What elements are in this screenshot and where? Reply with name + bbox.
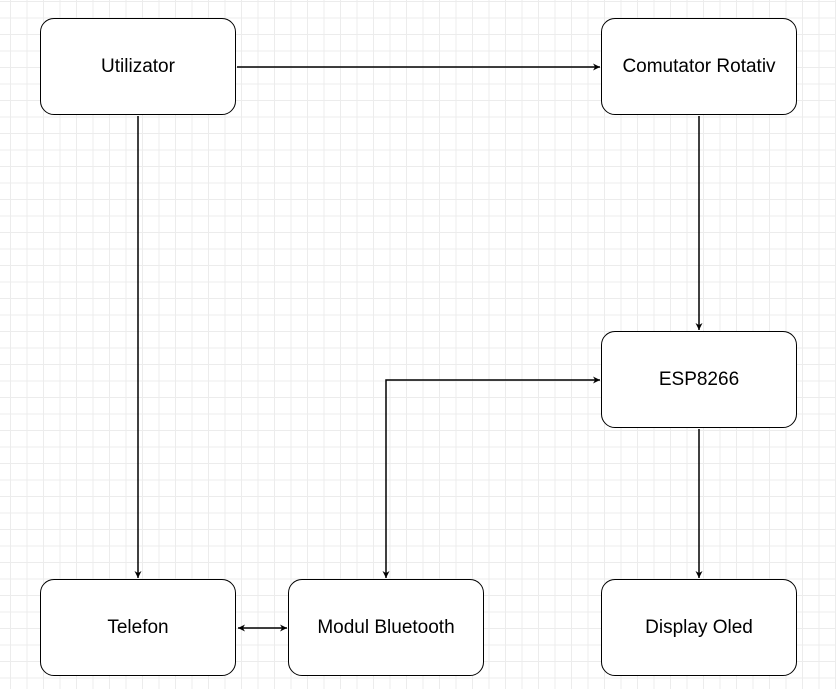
edge-bluetooth-esp xyxy=(382,376,600,578)
node-modul-bluetooth[interactable]: Modul Bluetooth xyxy=(288,579,484,676)
node-utilizator-label: Utilizator xyxy=(101,55,175,77)
node-esp8266-label: ESP8266 xyxy=(658,368,740,390)
node-comutator-rotativ-label: Comutator Rotativ xyxy=(622,55,776,77)
node-display-oled[interactable]: Display Oled xyxy=(601,579,797,676)
node-modul-bluetooth-label: Modul Bluetooth xyxy=(317,616,455,638)
node-esp8266[interactable]: ESP8266 xyxy=(601,331,797,428)
node-comutator-rotativ[interactable]: Comutator Rotativ xyxy=(601,18,797,115)
node-telefon[interactable]: Telefon xyxy=(40,579,236,676)
node-display-oled-label: Display Oled xyxy=(645,616,753,638)
node-utilizator[interactable]: Utilizator xyxy=(40,18,236,115)
node-telefon-label: Telefon xyxy=(107,616,169,638)
